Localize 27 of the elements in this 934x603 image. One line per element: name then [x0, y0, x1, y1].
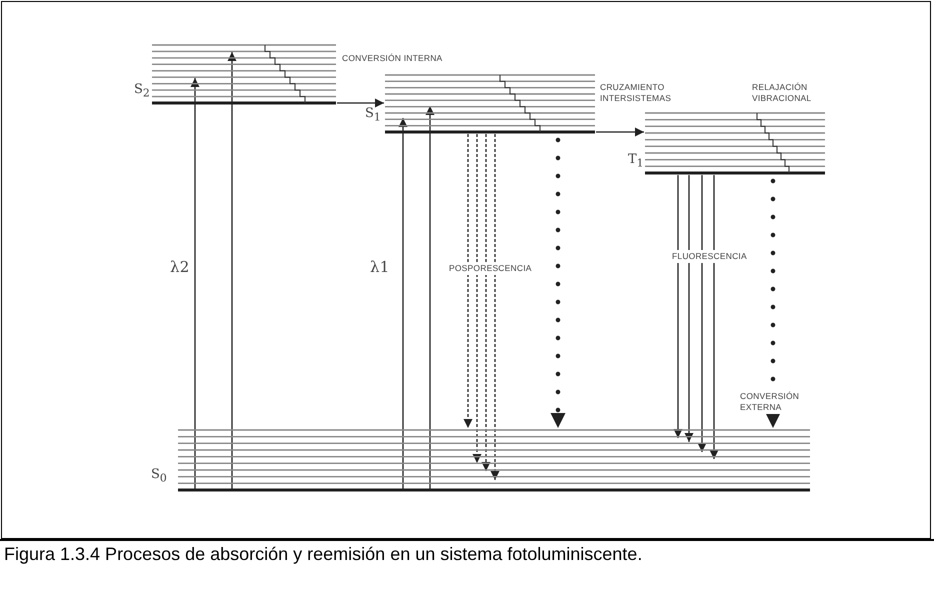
- arrow: [710, 175, 718, 459]
- process-label: CONVERSIÓN INTERNA: [342, 53, 442, 64]
- arrow: [426, 106, 434, 490]
- arrow: [490, 134, 500, 480]
- process-label: CRUZAMIENTO INTERSISTEMAS: [600, 82, 672, 104]
- arrow: [550, 138, 566, 430]
- arrow: [398, 118, 408, 490]
- arrow: [472, 134, 482, 463]
- level-label: S$_{2}$: [134, 82, 150, 100]
- arrow: [190, 78, 200, 490]
- arrow: [674, 175, 682, 438]
- wavelength-label: λ1: [370, 262, 390, 273]
- process-label: FLUORESCENCIA: [670, 250, 749, 263]
- arrow: [684, 175, 694, 442]
- process-label: POSPORESCENCIA: [447, 262, 531, 275]
- arrow: [228, 52, 236, 490]
- figure-caption: Figura 1.3.4 Procesos de absorción y reemisión en un sistema fotoluminiscente.: [4, 544, 644, 565]
- arrow: [337, 98, 384, 108]
- level-label: S$_{1}$: [365, 106, 381, 124]
- arrow: [464, 134, 472, 428]
- arrow: [698, 175, 706, 452]
- process-label: RELAJACIÓN VIBRACIONAL: [752, 82, 812, 104]
- level-label: S$_{0}$: [151, 467, 167, 485]
- level-label: T$_{1}$: [628, 152, 644, 170]
- arrow: [596, 128, 644, 136]
- arrow: [482, 134, 490, 471]
- wavelength-label: λ2: [170, 262, 190, 273]
